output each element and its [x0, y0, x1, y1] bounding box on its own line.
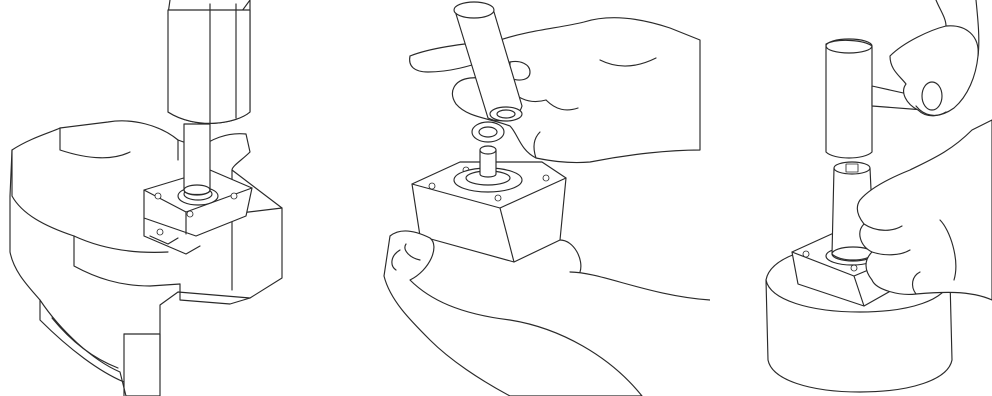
holding-hand [857, 120, 992, 300]
lower-hand [384, 231, 710, 396]
bolt-hole [543, 175, 549, 181]
bolt-hole [851, 265, 857, 271]
upper-hand [410, 18, 700, 163]
bolt-hole [231, 193, 237, 199]
step-1-drawing [0, 0, 300, 396]
clamp-fixture [10, 121, 282, 396]
flange-unit [412, 146, 566, 262]
bolt-hole [157, 229, 163, 235]
step-3-drawing [740, 0, 992, 396]
bolt-hole [155, 193, 161, 199]
bolt-hole [429, 183, 435, 189]
step-2-place-sleeve-panel [370, 0, 710, 396]
step-2-drawing [370, 0, 710, 396]
step-1-press-bearing-panel [0, 0, 300, 396]
bolt-hole [187, 211, 193, 217]
step-3-tap-sleeve-panel [740, 0, 992, 396]
bolt-hole [803, 251, 809, 257]
bearing-ball [472, 122, 504, 142]
bolt-hole [495, 195, 501, 201]
square-socket [846, 164, 858, 172]
